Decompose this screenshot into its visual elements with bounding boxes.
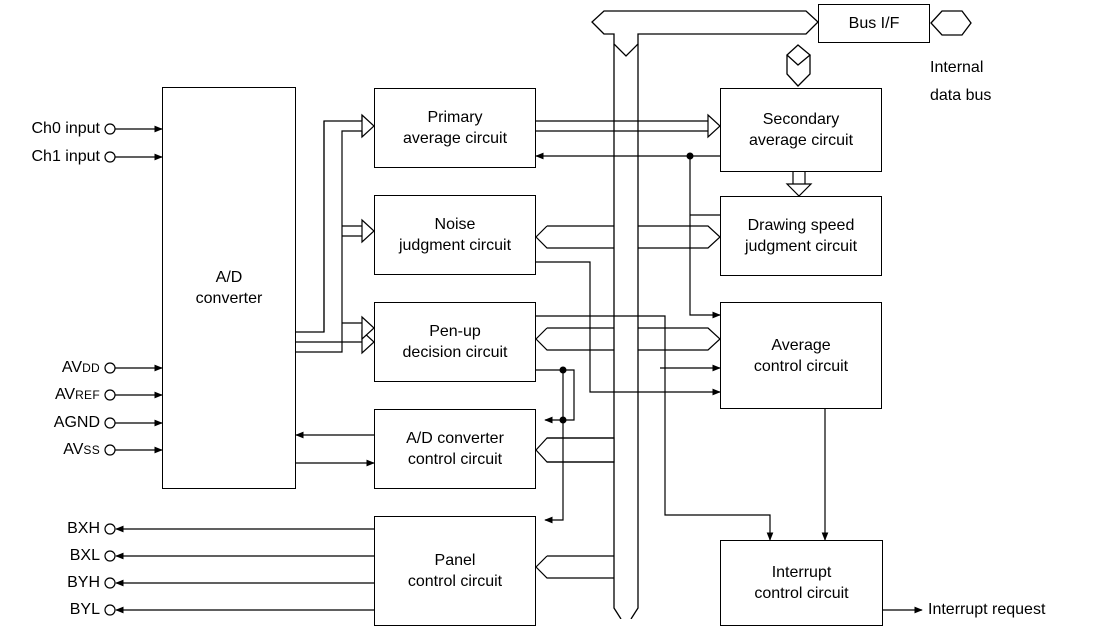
vertical-bus bbox=[613, 44, 639, 619]
panel-line2: control circuit bbox=[407, 573, 503, 590]
speed-line2: judgment circuit bbox=[744, 238, 858, 255]
avss-sub: SS bbox=[83, 443, 100, 457]
busif-internal-bus-connector bbox=[930, 10, 972, 36]
panel-line1: Panel bbox=[434, 552, 476, 569]
speed-line1: Drawing speed bbox=[747, 217, 855, 234]
secondary-line1: Secondary bbox=[762, 111, 840, 128]
busif-label: Bus I/F bbox=[848, 15, 900, 32]
avdd-sub: DD bbox=[82, 361, 100, 375]
primary-line1: Primary bbox=[427, 109, 483, 126]
intctrl-line2: control circuit bbox=[754, 585, 849, 602]
panel-output-arrows bbox=[115, 525, 374, 614]
ch0-input-label: Ch0 input bbox=[31, 120, 101, 137]
bus-taps bbox=[535, 225, 721, 579]
panel-control-block: Panel control circuit bbox=[374, 516, 536, 626]
input-arrows bbox=[115, 125, 163, 454]
penup-line2: decision circuit bbox=[402, 344, 508, 361]
average-control-block: Average control circuit bbox=[720, 302, 882, 409]
hollow-arrows bbox=[296, 113, 813, 355]
interrupt-request-label: Interrupt request bbox=[928, 601, 1046, 618]
busif-down-connector bbox=[786, 44, 812, 87]
internal-bus-label-2: data bus bbox=[930, 87, 992, 104]
intctrl-line1: Interrupt bbox=[771, 564, 832, 581]
top-bus bbox=[591, 10, 819, 57]
input-pins bbox=[104, 123, 116, 616]
noise-line2: judgment circuit bbox=[398, 237, 512, 254]
noise-judgment-block: Noise judgment circuit bbox=[374, 195, 536, 275]
primary-average-block: Primary average circuit bbox=[374, 88, 536, 168]
byl-label: BYL bbox=[69, 601, 100, 618]
pen-up-decision-block: Pen-up decision circuit bbox=[374, 302, 536, 382]
penup-line1: Pen-up bbox=[429, 323, 481, 340]
ch1-input-label: Ch1 input bbox=[31, 148, 101, 165]
secondary-average-block: Secondary average circuit bbox=[720, 88, 882, 172]
avgctrl-line1: Average bbox=[771, 336, 831, 354]
avdd-label: AVDD bbox=[61, 359, 100, 376]
bxh-label: BXH bbox=[67, 520, 100, 537]
ad-converter-line2: converter bbox=[195, 290, 263, 307]
interrupt-control-block: Interrupt control circuit bbox=[720, 540, 883, 626]
avref-label: AVREF bbox=[54, 386, 100, 403]
avss-label: AVSS bbox=[63, 441, 100, 458]
secondary-line2: average circuit bbox=[748, 132, 854, 149]
noise-line1: Noise bbox=[434, 216, 476, 233]
internal-bus-label-1: Internal bbox=[930, 59, 984, 76]
avgctrl-line2: control circuit bbox=[753, 357, 849, 375]
adctrl-line2: control circuit bbox=[407, 451, 503, 468]
drawing-speed-block: Drawing speed judgment circuit bbox=[720, 196, 882, 276]
agnd-label: AGND bbox=[53, 414, 100, 431]
byh-label: BYH bbox=[67, 574, 100, 591]
junction-dots bbox=[559, 152, 694, 424]
adctrl-line1: A/D converter bbox=[406, 430, 504, 447]
primary-line2: average circuit bbox=[402, 130, 508, 147]
avref-sub: REF bbox=[75, 388, 100, 402]
bxl-label: BXL bbox=[69, 547, 100, 564]
ad-converter-line1: A/D bbox=[215, 269, 243, 286]
ad-control-block: A/D converter control circuit bbox=[374, 409, 536, 489]
ad-converter-block: A/D converter bbox=[162, 87, 296, 489]
bus-if-block: Bus I/F bbox=[818, 4, 930, 43]
